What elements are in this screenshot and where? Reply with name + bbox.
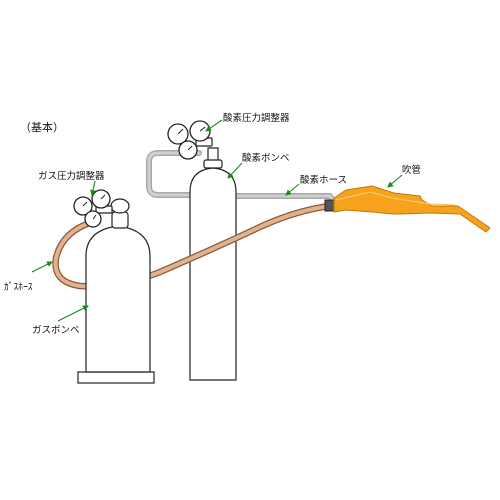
label-torch: 吹管 xyxy=(402,164,421,176)
leader-arrow-torch xyxy=(387,174,403,188)
gas-cylinder xyxy=(77,198,155,384)
leader-arrow-oxygen-regulator xyxy=(205,119,223,132)
leader-arrow-oxygen-cylinder xyxy=(227,162,243,179)
label-gas-regulator: ガス圧力調整器 xyxy=(38,170,105,182)
oxygen-regulator xyxy=(167,120,213,160)
label-gas-hose: ｶﾞｽﾎｰｽ xyxy=(4,282,33,293)
torch xyxy=(324,185,491,233)
label-gas-cylinder: ガスボンベ xyxy=(32,325,80,336)
diagram-title: （基本） xyxy=(20,120,64,134)
gas-regulator xyxy=(73,189,113,228)
label-oxygen-cylinder: 酸素ボンベ xyxy=(242,152,290,164)
leader-arrow-oxygen-hose xyxy=(285,183,300,196)
label-oxygen-hose: 酸素ホース xyxy=(300,174,347,186)
leader-arrow-gas-hose xyxy=(31,261,53,273)
label-oxygen-regulator: 酸素圧力調整器 xyxy=(223,112,290,124)
leader-arrow-gas-regulator xyxy=(90,180,96,196)
leader-arrow-gas-cylinder xyxy=(57,305,89,322)
oxygen-cylinder xyxy=(189,147,237,381)
